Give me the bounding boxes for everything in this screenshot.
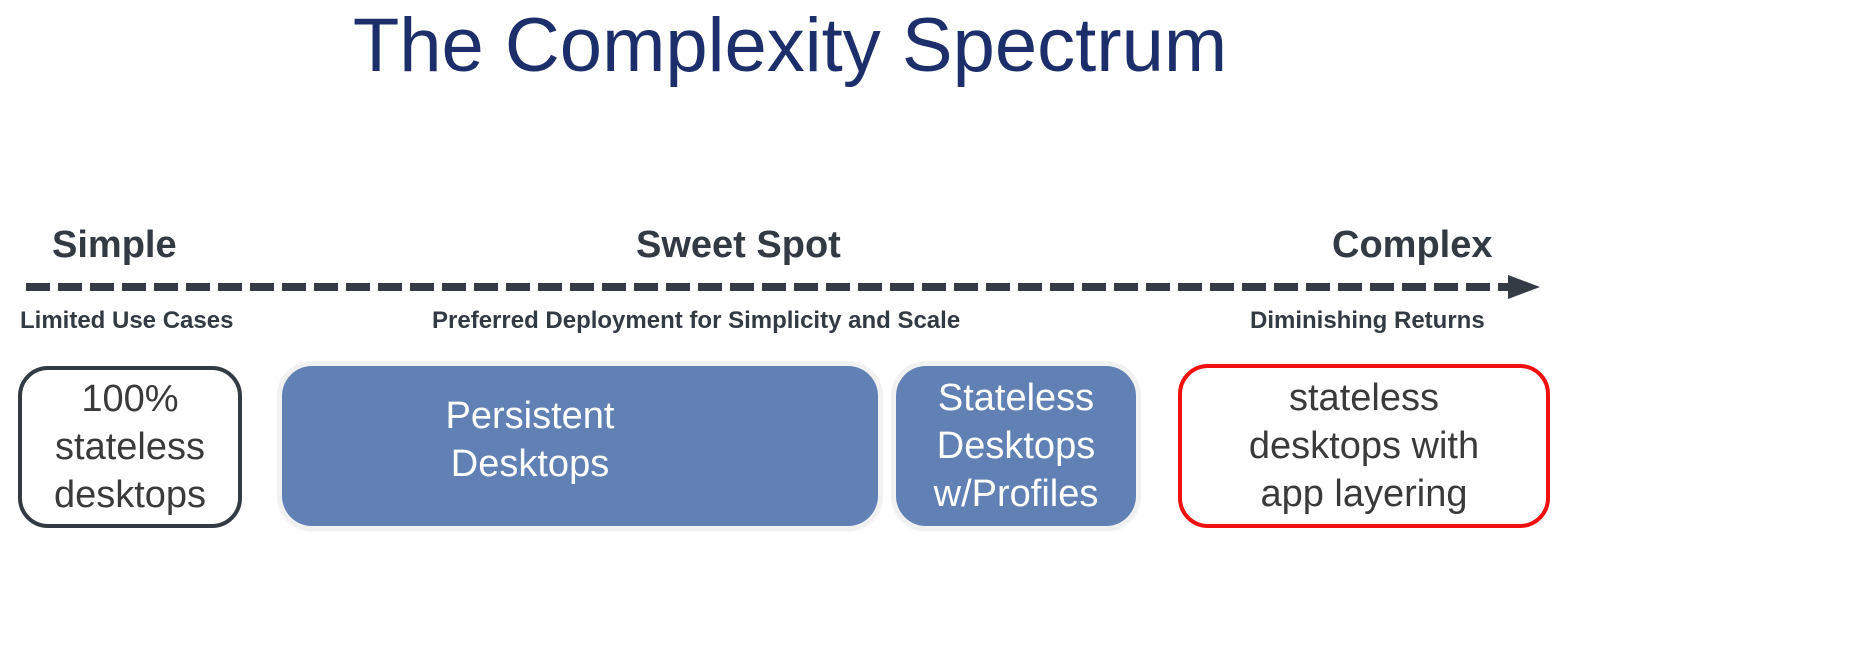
box-line: desktops bbox=[53, 474, 207, 516]
axis-label-simple: Simple bbox=[52, 224, 177, 266]
box-line: app layering bbox=[1260, 473, 1468, 515]
caption-diminishing: Diminishing Returns bbox=[1250, 307, 1485, 334]
box-line: Desktops bbox=[450, 443, 610, 485]
dashed-arrow bbox=[26, 275, 1540, 299]
axis-label-sweet-spot: Sweet Spot bbox=[636, 224, 841, 266]
caption-preferred: Preferred Deployment for Simplicity and … bbox=[432, 307, 961, 334]
box-line: w/Profiles bbox=[933, 473, 1099, 515]
box-line: 100% bbox=[81, 378, 179, 420]
caption-limited-use: Limited Use Cases bbox=[20, 307, 234, 334]
box-line: stateless bbox=[55, 426, 205, 468]
box-line: Stateless bbox=[937, 377, 1095, 419]
arrowhead-icon bbox=[1508, 275, 1540, 299]
box-line: stateless bbox=[1289, 377, 1439, 419]
slide-title: The Complexity Spectrum bbox=[352, 3, 1228, 88]
axis-label-complex: Complex bbox=[1332, 224, 1493, 266]
box-line: Desktops bbox=[936, 425, 1096, 467]
box-line: Persistent bbox=[445, 395, 615, 437]
box-line: desktops with bbox=[1248, 425, 1480, 467]
box-app-layering: stateless desktops with app layering bbox=[1178, 364, 1550, 528]
box-stateless-100: 100% stateless desktops bbox=[18, 366, 242, 528]
